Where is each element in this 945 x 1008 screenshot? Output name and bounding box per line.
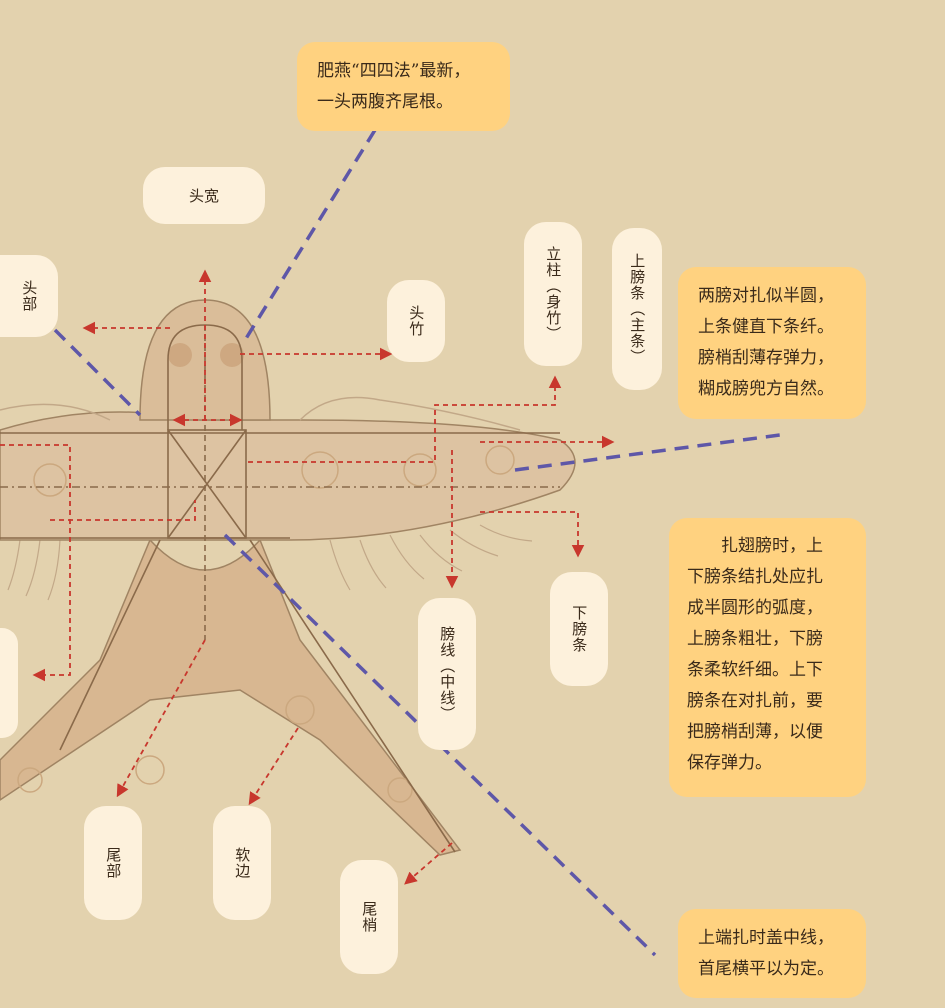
note-wings: 两膀对扎似半圆， 上条健直下条纤。 膀梢刮薄存弹力， 糊成膀兜方自然。 bbox=[678, 267, 866, 419]
label-head-bamboo: 头竹 bbox=[387, 280, 445, 362]
note-tying: 扎翅膀时，上 下膀条结扎处应扎 成半圆形的弧度， 上膀条粗壮，下膀 条柔软纤细。… bbox=[669, 518, 866, 797]
arrow-icon bbox=[0, 269, 615, 885]
label-wing-line: 膀线（中线） bbox=[418, 598, 476, 750]
label-lower-wing-bar: 下膀条 bbox=[550, 572, 608, 686]
swallow-kite-icon bbox=[0, 299, 576, 856]
label-left-edge bbox=[0, 628, 18, 738]
label-head: 头部 bbox=[0, 255, 58, 337]
note-top: 肥燕“四四法”最新， 一头两腹齐尾根。 bbox=[297, 42, 510, 131]
label-tail: 尾部 bbox=[84, 806, 142, 920]
label-head-width: 头宽 bbox=[143, 167, 265, 224]
label-tail-tip: 尾梢 bbox=[340, 860, 398, 974]
label-soft-edge: 软边 bbox=[213, 806, 271, 920]
note-bottom: 上端扎时盖中线， 首尾横平以为定。 bbox=[678, 909, 866, 998]
label-upper-wing-bar: 上膀条（主条） bbox=[612, 228, 662, 390]
label-pillar: 立柱（身竹） bbox=[524, 222, 582, 366]
